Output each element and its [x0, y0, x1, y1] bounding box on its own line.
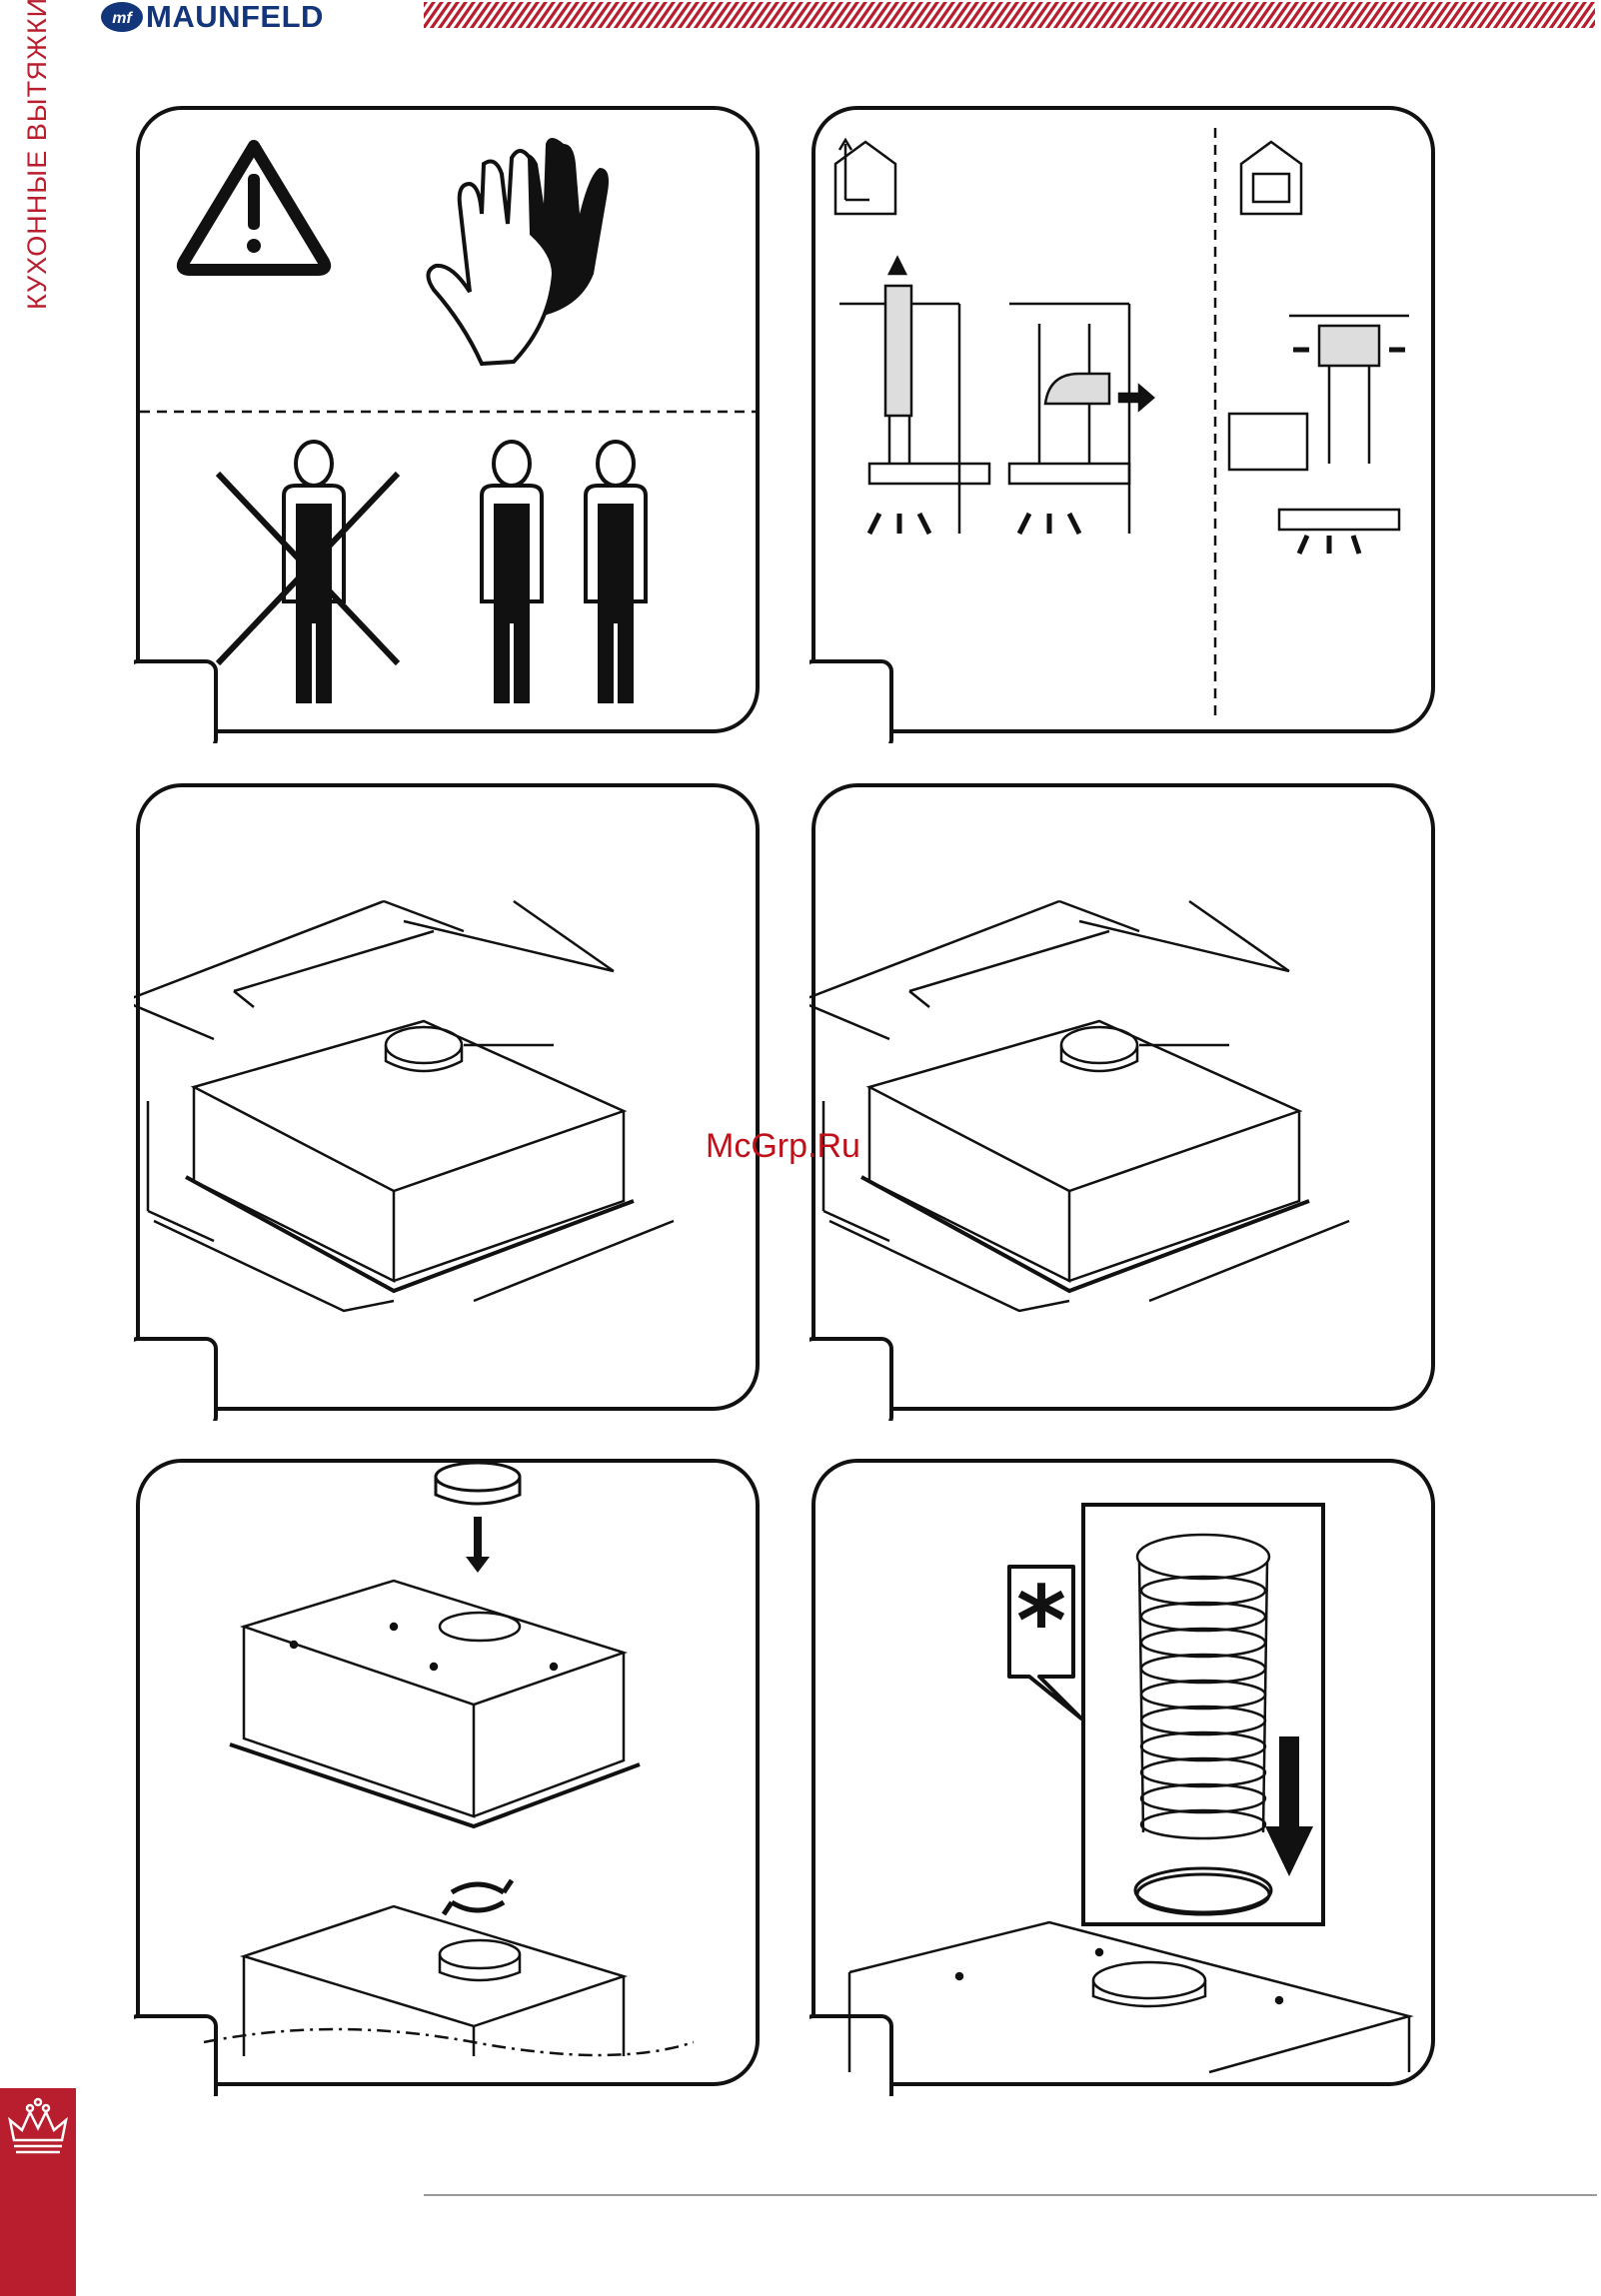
step-number-box: [134, 661, 216, 743]
svg-text:*: *: [1016, 1566, 1066, 1678]
panel-safety: [134, 104, 762, 731]
brand-name: MAUNFELD: [146, 0, 324, 34]
side-category-title: КУХОННЫЕ ВЫТЯЖКИ: [22, 0, 52, 310]
step-number-box: [809, 661, 891, 743]
header-hatch-strip: [424, 2, 1595, 28]
watermark-text: McGrp.Ru: [706, 1127, 860, 1166]
crown-icon: [0, 2088, 76, 2168]
panel-flange-mounting: [134, 1457, 762, 2084]
panel-dimensions-a: [134, 781, 762, 1409]
side-category-text: КУХОННЫЕ ВЫТЯЖКИ: [22, 0, 53, 310]
panel-duct-connection: *: [809, 1457, 1437, 2084]
step-number-box: [809, 1339, 891, 1421]
panel-dimensions-b: [809, 781, 1437, 1409]
step-number-box: [134, 2016, 216, 2096]
mf-oval-logo-icon: mf: [100, 0, 144, 34]
svg-text:mf: mf: [112, 10, 133, 27]
panel-ventilation-modes: [809, 104, 1437, 731]
footer-divider: [424, 2194, 1597, 2196]
step-number-box: [134, 1339, 216, 1421]
